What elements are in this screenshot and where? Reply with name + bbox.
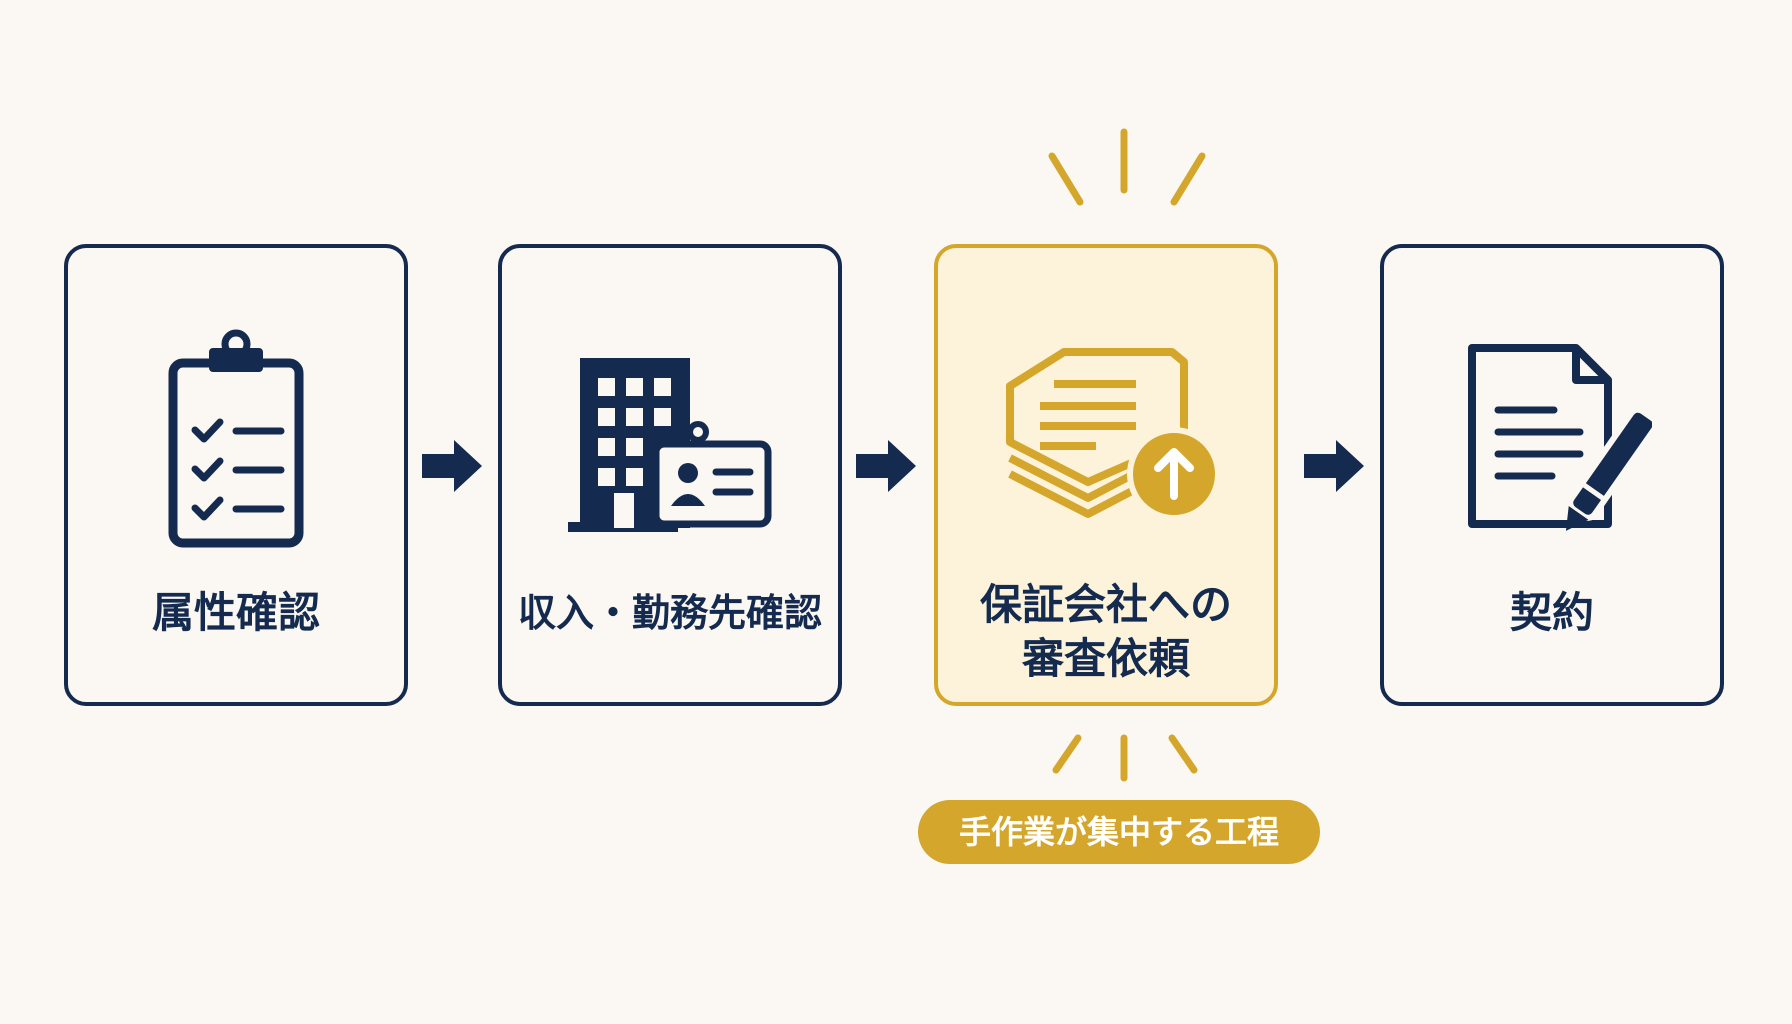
- office-building-id-card-icon: [502, 318, 838, 548]
- arrow-right-icon: [856, 440, 916, 492]
- step-attribute-check: 属性確認: [64, 244, 408, 706]
- arrow-right-icon: [422, 440, 482, 492]
- contract-pen-icon: [1384, 318, 1720, 548]
- step-guarantor-review-request: 保証会社への 審査依頼: [934, 244, 1278, 706]
- step-income-employer-check: 収入・勤務先確認: [498, 244, 842, 706]
- step-label: 属性確認: [151, 588, 320, 637]
- step-contract: 契約: [1380, 244, 1724, 706]
- step-label: 保証会社への 審査依頼: [979, 580, 1232, 683]
- emphasis-rays-top-icon: [1048, 128, 1206, 206]
- emphasis-rays-bottom-icon: [1052, 734, 1198, 782]
- arrow-right-icon: [1304, 440, 1364, 492]
- step-label: 収入・勤務先確認: [517, 591, 822, 635]
- step-label: 契約: [1509, 588, 1594, 637]
- manual-work-callout-badge: 手作業が集中する工程: [918, 800, 1320, 864]
- document-stack-upload-icon: [938, 318, 1274, 548]
- clipboard-checklist-icon: [68, 318, 404, 548]
